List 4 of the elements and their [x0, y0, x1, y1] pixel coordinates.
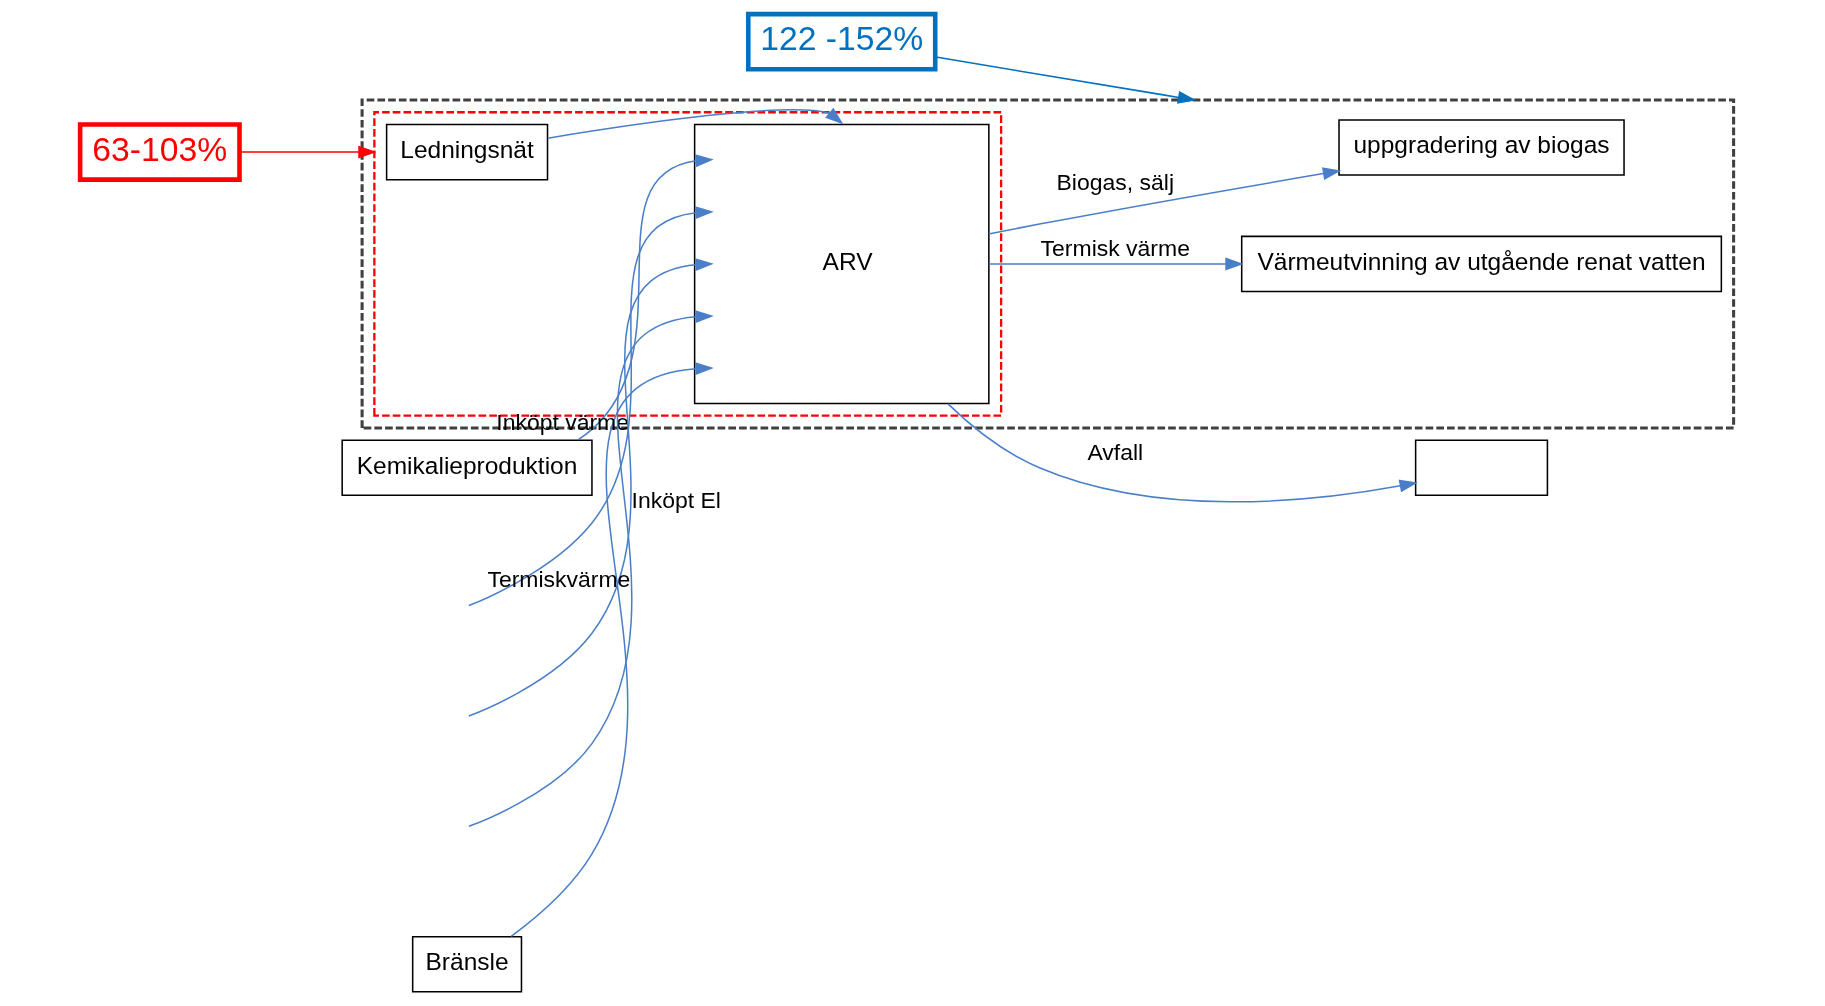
edge-label: Avfall — [1086, 439, 1143, 466]
edge-label: Biogas, sälj — [1056, 169, 1174, 196]
edge-label: Inköpt El — [631, 487, 721, 514]
edge-label: Termisk värme — [1040, 235, 1190, 262]
